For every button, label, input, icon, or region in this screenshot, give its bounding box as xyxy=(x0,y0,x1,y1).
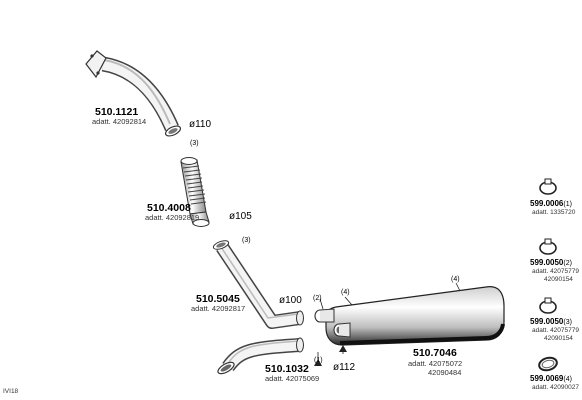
arrow-up-icon xyxy=(339,345,347,352)
diameter-label-112: ø112 xyxy=(333,362,356,373)
qty-label-flex: (3) xyxy=(190,140,199,147)
part-adapt-510-5045: adatt. 42092817 xyxy=(191,304,246,313)
clamp-number-599-0050-b: 599.0050(3) xyxy=(530,317,572,327)
diagram-code: IVI18 xyxy=(3,388,19,395)
qty-label-mid-pipe: (3) xyxy=(242,237,251,244)
clamp-number-599-0069: 599.0069(4) xyxy=(530,374,572,384)
silencer-510-7046 xyxy=(314,286,505,346)
part-adapt-510-4008: adatt. 42092819 xyxy=(145,213,200,222)
flex-pipe-510-4008 xyxy=(180,157,210,227)
clamp-adapt-alt: 42090154 xyxy=(544,276,573,283)
qty-label-muffler-top-right: (4) xyxy=(451,276,460,283)
clamp-adapt-alt: 42090154 xyxy=(544,335,573,342)
clamp-number-599-0006: 599.0006(1) xyxy=(530,199,572,209)
clamp-number-599-0050: 599.0050(2) xyxy=(530,258,572,268)
clamp-adapt: adatt. 42075779 xyxy=(532,327,579,334)
tail-pipe-510-1032 xyxy=(217,337,304,375)
diameter-label-105: ø105 xyxy=(229,211,252,222)
band-clamp-icon xyxy=(538,356,558,372)
clamp-adapt: adatt. 42090027 xyxy=(532,384,579,391)
qty-label-muffler-inlet: (2) xyxy=(313,295,322,302)
qty-label-tail-pipe: (1) xyxy=(314,357,323,364)
intermediate-pipe-510-5045 xyxy=(212,240,304,329)
part-adapt-510-1032: adatt. 42075069 xyxy=(265,374,320,383)
part-number-510-1032: 510.1032 xyxy=(265,363,309,375)
diameter-label-100: ø100 xyxy=(279,295,302,306)
clamp-ring-icon xyxy=(539,238,557,255)
part-adapt-510-1121: adatt. 42092814 xyxy=(92,117,147,126)
part-number-510-5045: 510.5045 xyxy=(196,293,240,305)
arrow-up-icon xyxy=(314,359,322,366)
part-number-510-1121: 510.1121 xyxy=(95,106,139,118)
front-pipe-510-1121 xyxy=(85,50,182,137)
clamp-adapt: adatt. 42075779 xyxy=(532,268,579,275)
clamp-ring-icon xyxy=(539,297,557,314)
clamp-ring-icon xyxy=(539,178,557,195)
part-number-510-4008: 510.4008 xyxy=(147,202,191,214)
clamp-adapt: adatt. 1335720 xyxy=(532,209,576,216)
part-adapt-510-7046-alt: 42090484 xyxy=(428,368,462,377)
qty-label-muffler-top-left: (4) xyxy=(341,289,350,296)
part-number-510-7046: 510.7046 xyxy=(413,347,457,359)
diameter-label-110: ø110 xyxy=(189,119,212,130)
part-adapt-510-7046: adatt. 42075072 xyxy=(408,359,463,368)
